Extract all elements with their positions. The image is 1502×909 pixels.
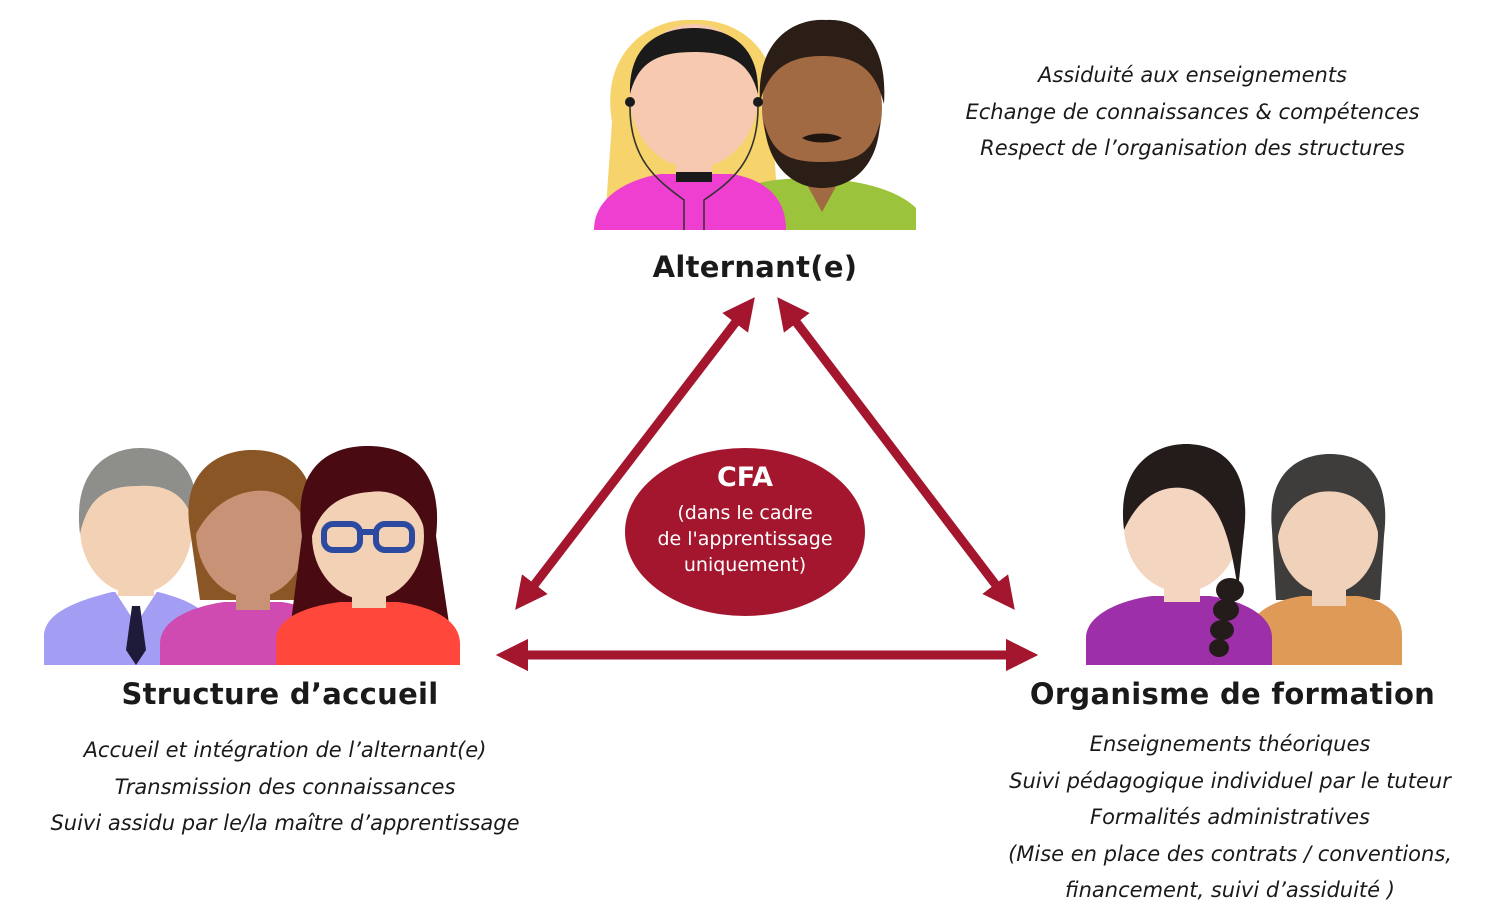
duty-line: Accueil et intégration de l’alternant(e) bbox=[83, 738, 487, 762]
alternant-title: Alternant(e) bbox=[652, 250, 858, 284]
cfa-subtitle: (dans le cadre de l'apprentissage unique… bbox=[625, 500, 865, 578]
cfa-subtitle-line: uniquement) bbox=[683, 554, 807, 576]
arrow-alternant-structure bbox=[515, 297, 755, 610]
cfa-subtitle-line: (dans le cadre bbox=[677, 502, 813, 524]
duty-line: Echange de connaissances & compétences bbox=[965, 99, 1420, 124]
duty-line: (Mise en place des contrats / convention… bbox=[1008, 841, 1452, 866]
duty-line: Suivi pédagogique individuel par le tute… bbox=[1009, 768, 1451, 793]
organisme-duties: Enseignements théoriques Suivi pédagogiq… bbox=[960, 726, 1500, 909]
organisme-title: Organisme de formation bbox=[1029, 677, 1436, 711]
duty-line: financement, suivi d’assiduité ) bbox=[1065, 878, 1395, 902]
structure-title: Structure d’accueil bbox=[121, 677, 439, 711]
duty-line: Suivi assidu par le/la maître d’apprenti… bbox=[50, 811, 520, 835]
arrow-alternant-organisme bbox=[777, 297, 1015, 610]
students-group-icon bbox=[594, 19, 916, 230]
structure-duties: Accueil et intégration de l’alternant(e)… bbox=[0, 732, 570, 842]
trainers-group-icon bbox=[1086, 444, 1402, 665]
duty-line: Respect de l’organisation des structures bbox=[980, 136, 1405, 160]
employer-team-icon bbox=[44, 446, 460, 665]
cfa-center-node: CFA (dans le cadre de l'apprentissage un… bbox=[625, 448, 865, 616]
duty-line: Formalités administratives bbox=[1090, 805, 1370, 829]
cfa-title: CFA bbox=[716, 462, 774, 493]
duty-line: Enseignements théoriques bbox=[1089, 732, 1371, 756]
duty-line: Assiduité aux enseignements bbox=[1037, 63, 1347, 87]
duty-line: Transmission des connaissances bbox=[114, 774, 456, 799]
alternant-duties: Assiduité aux enseignements Echange de c… bbox=[925, 57, 1460, 167]
cfa-subtitle-line: de l'apprentissage bbox=[657, 528, 833, 550]
